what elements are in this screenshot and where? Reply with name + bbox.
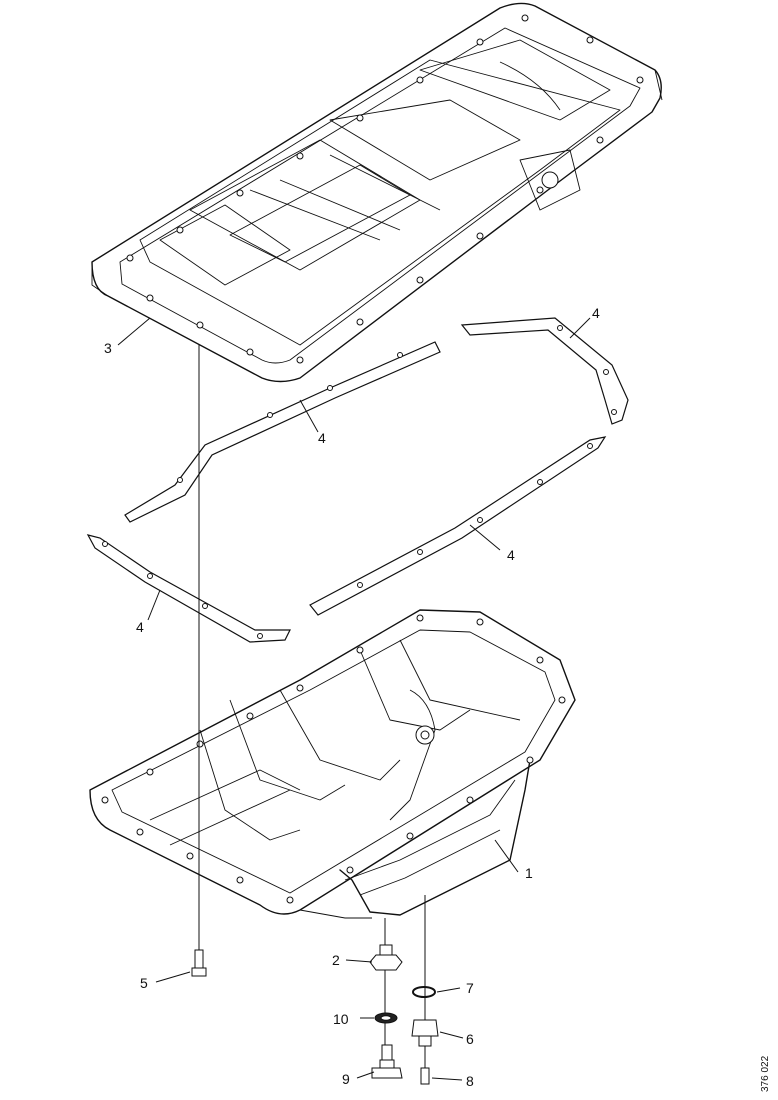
callout-10: 10 — [333, 1011, 349, 1027]
washer-part-10 — [374, 1012, 398, 1024]
callout-3: 3 — [104, 340, 112, 356]
callout-7: 7 — [466, 980, 474, 996]
bolt-part-8 — [420, 1067, 430, 1085]
callout-labels: 3 4 4 4 4 1 2 5 7 10 6 9 8 — [104, 305, 600, 1089]
callout-4-upper-left: 4 — [318, 430, 326, 446]
gasket-segment-upper-right — [460, 317, 629, 425]
lower-oil-pan — [89, 609, 576, 919]
callout-1: 1 — [525, 865, 533, 881]
drain-plug-part-2 — [369, 944, 403, 971]
bolt-part-5 — [191, 949, 207, 977]
gasket-segment-upper-left — [124, 341, 441, 523]
sensor-part-9 — [371, 1044, 403, 1079]
callout-9: 9 — [342, 1071, 350, 1087]
o-ring-part-7 — [412, 986, 436, 998]
callout-6: 6 — [466, 1031, 474, 1047]
callout-4-upper-right: 4 — [592, 305, 600, 321]
callout-5: 5 — [140, 975, 148, 991]
gasket-segment-lower-left — [86, 534, 291, 643]
callout-2: 2 — [332, 952, 340, 968]
leader-lines — [117, 317, 591, 1081]
plug-part-6 — [411, 1019, 439, 1047]
callout-4-lower-left: 4 — [136, 619, 144, 635]
callout-4-lower-right: 4 — [507, 547, 515, 563]
upper-oil-pan — [91, 2, 663, 383]
gasket-segment-lower-right — [309, 436, 607, 616]
drawing-reference-number: 376 022 — [760, 1055, 771, 1092]
callout-8: 8 — [466, 1073, 474, 1089]
